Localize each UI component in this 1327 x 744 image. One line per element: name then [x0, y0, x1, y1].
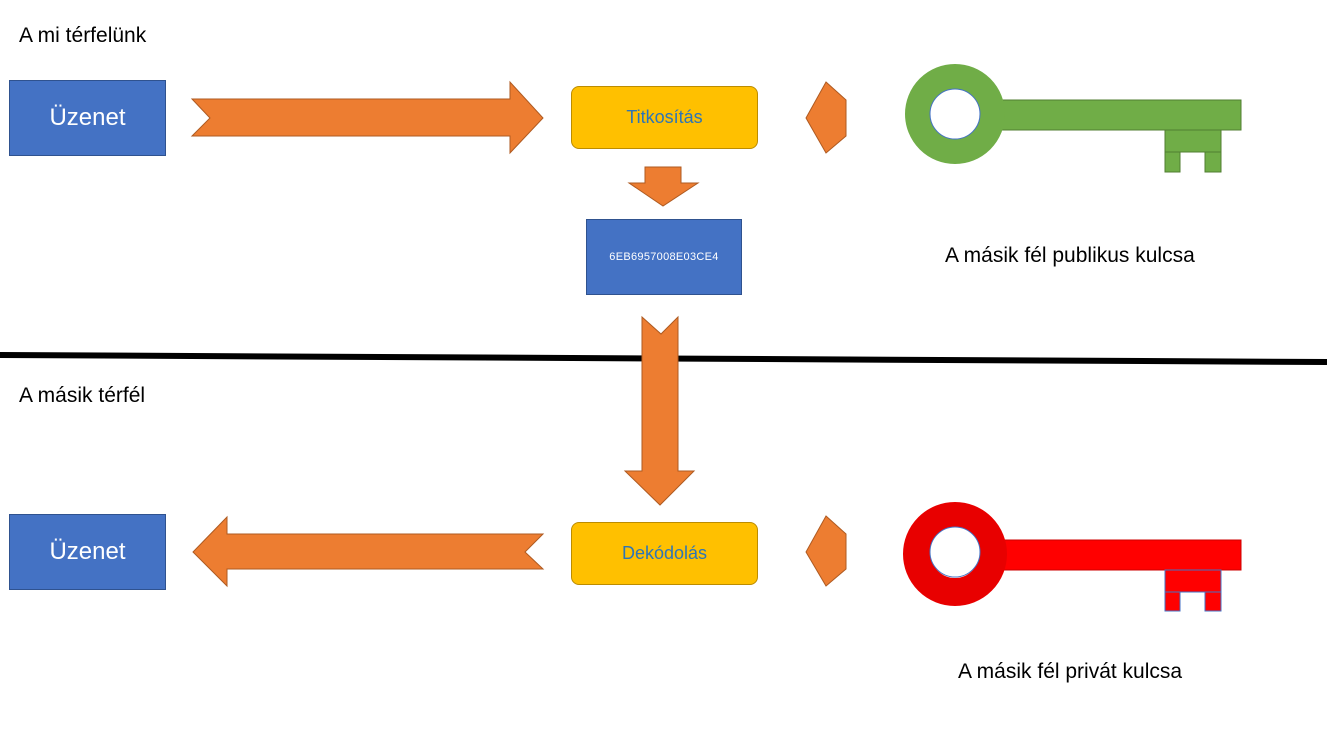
private-key-caption: A másik fél privát kulcsa — [958, 660, 1183, 683]
decoding-box: Dekódolás — [571, 522, 758, 585]
decoding-label: Dekódolás — [621, 543, 708, 563]
bottom-side-label: A másik térfél — [19, 384, 146, 407]
encryption-box: Titkosítás — [571, 86, 758, 149]
ciphertext-box: 6EB6957008E03CE4 — [586, 219, 742, 295]
arrow-encrypt-to-cipher — [627, 166, 700, 207]
ciphertext-value: 6EB6957008E03CE4 — [609, 251, 719, 263]
public-key-icon — [905, 64, 1242, 173]
chevron-private-key — [805, 515, 847, 587]
bottom-message-box: Üzenet — [9, 514, 166, 590]
arrow-cipher-to-decode — [623, 315, 696, 506]
top-message-box: Üzenet — [9, 80, 166, 156]
public-key-caption: A másik fél publikus kulcsa — [945, 244, 1195, 267]
private-key-icon — [903, 502, 1242, 612]
arrow-message-to-encrypt — [190, 80, 544, 155]
chevron-public-key — [805, 81, 847, 154]
top-message-label: Üzenet — [49, 104, 126, 131]
top-side-label: A mi térfelünk — [19, 24, 147, 47]
arrow-decode-to-message — [192, 515, 545, 588]
bottom-message-label: Üzenet — [49, 538, 126, 565]
encryption-label: Titkosítás — [626, 107, 703, 127]
